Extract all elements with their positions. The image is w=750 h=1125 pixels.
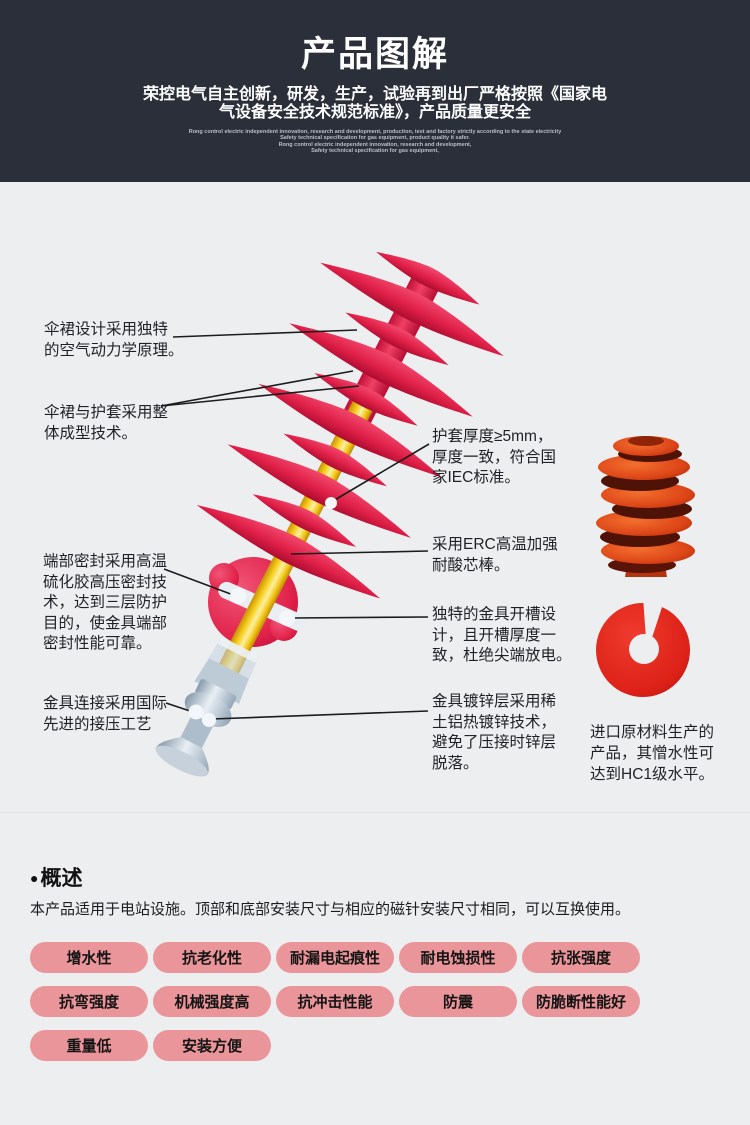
feature-tag: 防脆断性能好	[522, 986, 640, 1017]
feature-tag: 防震	[399, 986, 517, 1017]
bullet-icon: ●	[30, 870, 39, 886]
overview-heading-text: 概述	[40, 867, 83, 890]
feature-tag: 抗弯强度	[30, 986, 148, 1017]
header-english-line: Safety technical specification for gas e…	[280, 135, 470, 142]
feature-tag: 耐电蚀损性	[399, 942, 517, 973]
feature-tag: 重量低	[30, 1030, 148, 1061]
highlight-dots	[188, 497, 337, 727]
section-divider	[0, 812, 750, 813]
feature-tag: 耐漏电起痕性	[276, 942, 394, 973]
callout-shed-design: 伞裙设计采用独特 的空气动力学原理。	[44, 321, 184, 359]
feature-tag: 抗冲击性能	[276, 986, 394, 1017]
callout-zinc-coating: 金具镀锌层采用稀 土铝热镀锌技术， 避免了压接时锌层 脱落。	[432, 693, 557, 772]
slotted-ring-photo	[596, 597, 690, 697]
overview-description: 本产品适用于电站设施。顶部和底部安装尺寸与相应的磁针安装尺寸相同，可以互换使用。	[30, 901, 631, 918]
callout-lines	[160, 329, 430, 720]
weather-sheds	[196, 251, 504, 599]
insulator-diagram	[155, 251, 695, 777]
feature-tag: 机械强度高	[153, 986, 271, 1017]
feature-tag: 安装方便	[153, 1030, 271, 1061]
header-subtitle: 荣控电气自主创新，研发，生产，试验再到出厂严格按照《国家电 气设备安全技术规范标…	[142, 86, 607, 121]
callout-fitting-crimp: 金具连接采用国际 先进的接压工艺	[43, 695, 168, 733]
header-english-text: Rong control electric independent innova…	[0, 129, 750, 155]
overview-heading: ●概述	[30, 862, 82, 892]
callout-core-rod: 采用ERC高温加强 耐酸芯棒。	[432, 536, 558, 574]
callout-fitting-slot: 独特的金具开槽设 计，且开槽厚度一 致，杜绝尖端放电。	[432, 606, 572, 664]
insulator-body	[155, 251, 504, 777]
shed-stack-photo	[596, 436, 695, 577]
callout-raw-material: 进口原材料生产的 产品，其憎水性可 达到HC1级水平。	[590, 724, 715, 783]
header-english-line: Rong control electric independent innova…	[278, 141, 472, 148]
callout-end-seal: 端部密封采用高温 硫化胶高压密封技 术，达到三层防护 目的，使金具端部 密封性能…	[43, 553, 168, 652]
feature-tags: 增水性抗老化性耐漏电起痕性耐电蚀损性抗张强度抗弯强度机械强度高抗冲击性能防震防脆…	[30, 942, 675, 1061]
callout-sheath-thickness: 护套厚度≥5mm， 厚度一致，符合国 家IEC标准。	[432, 428, 557, 486]
callout-shed-mold: 伞裙与护套采用整 体成型技术。	[44, 404, 169, 442]
feature-tag: 抗老化性	[153, 942, 271, 973]
header-banner: 产品图解 荣控电气自主创新，研发，生产，试验再到出厂严格按照《国家电 气设备安全…	[0, 0, 750, 182]
feature-tag: 增水性	[30, 942, 148, 973]
header-english-line: Safety technical specification for gas e…	[311, 148, 439, 155]
feature-tag: 抗张强度	[522, 942, 640, 973]
header-english-line: Rong control electric independent innova…	[188, 129, 562, 135]
page-title: 产品图解	[300, 35, 449, 74]
